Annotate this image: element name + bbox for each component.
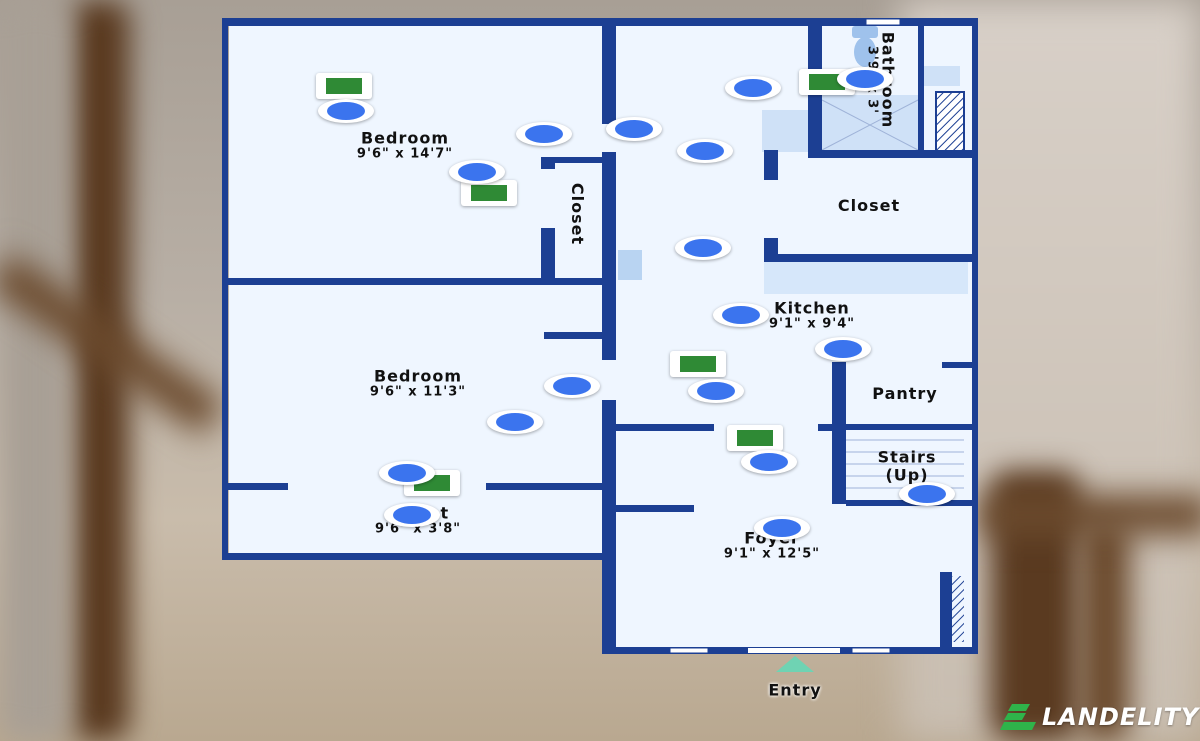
panorama-marker[interactable]: [449, 160, 505, 184]
entry-arrow-icon: [776, 656, 814, 672]
room-name: Pantry: [872, 383, 938, 403]
panorama-marker[interactable]: [677, 139, 733, 163]
room-dimensions: 9'6" x 3'8": [374, 521, 462, 537]
panorama-marker[interactable]: [675, 236, 731, 260]
panorama-marker[interactable]: [487, 410, 543, 434]
room-name: Closet: [837, 195, 901, 215]
room-stairs: Stairs (Up): [877, 447, 937, 486]
brand-name: LANDELITY: [1042, 703, 1200, 731]
panorama-marker[interactable]: [544, 374, 600, 398]
panorama-marker[interactable]: [379, 461, 435, 485]
panorama-marker[interactable]: [516, 122, 572, 146]
room-pantry: Pantry: [872, 383, 938, 403]
panorama-marker[interactable]: [837, 67, 893, 91]
room-name: Closet: [568, 182, 588, 246]
room-closet-right: Closet: [837, 195, 901, 215]
panorama-marker[interactable]: [754, 516, 810, 540]
landelity-logo-icon: [1000, 704, 1036, 730]
panorama-marker[interactable]: [606, 117, 662, 141]
camera-marker[interactable]: [461, 180, 517, 206]
toilet-icon: [852, 26, 878, 67]
panorama-marker[interactable]: [318, 99, 374, 123]
windows: [669, 18, 901, 654]
room-dimensions: 9'6" x 14'7": [356, 146, 454, 162]
camera-marker[interactable]: [727, 425, 783, 451]
room-name: Bedroom: [360, 128, 450, 148]
panorama-marker[interactable]: [384, 503, 440, 527]
walls: [222, 18, 978, 654]
room-dimensions: 9'6" x 11'3": [369, 384, 467, 400]
room-closet-left: Closet: [568, 182, 588, 246]
camera-marker[interactable]: [316, 73, 372, 99]
room-bedroom-1: Bedroom 9'6" x 14'7": [356, 128, 454, 162]
panorama-marker[interactable]: [688, 379, 744, 403]
room-name: Stairs: [877, 447, 937, 467]
room-name-line2: (Up): [885, 466, 929, 485]
room-dimensions: 9'1" x 12'5": [723, 546, 821, 562]
shower-lines: [821, 99, 919, 151]
camera-marker[interactable]: [670, 351, 726, 377]
room-bedroom-2: Bedroom 9'6" x 11'3": [369, 366, 467, 400]
panorama-marker[interactable]: [899, 482, 955, 506]
room-name: Bedroom: [373, 366, 463, 386]
room-name: Kitchen: [774, 298, 850, 318]
entry-label: Entry: [768, 680, 822, 700]
panorama-marker[interactable]: [741, 450, 797, 474]
landelity-logo: LANDELITY: [1000, 700, 1199, 734]
panorama-marker[interactable]: [725, 76, 781, 100]
room-dimensions: 9'1" x 9'4": [768, 316, 856, 332]
bathroom-hatch: [936, 92, 964, 152]
room-kitchen: Kitchen 9'1" x 9'4": [768, 298, 856, 332]
foyer-hatch: [952, 576, 964, 642]
panorama-marker[interactable]: [713, 303, 769, 327]
panorama-marker[interactable]: [815, 337, 871, 361]
